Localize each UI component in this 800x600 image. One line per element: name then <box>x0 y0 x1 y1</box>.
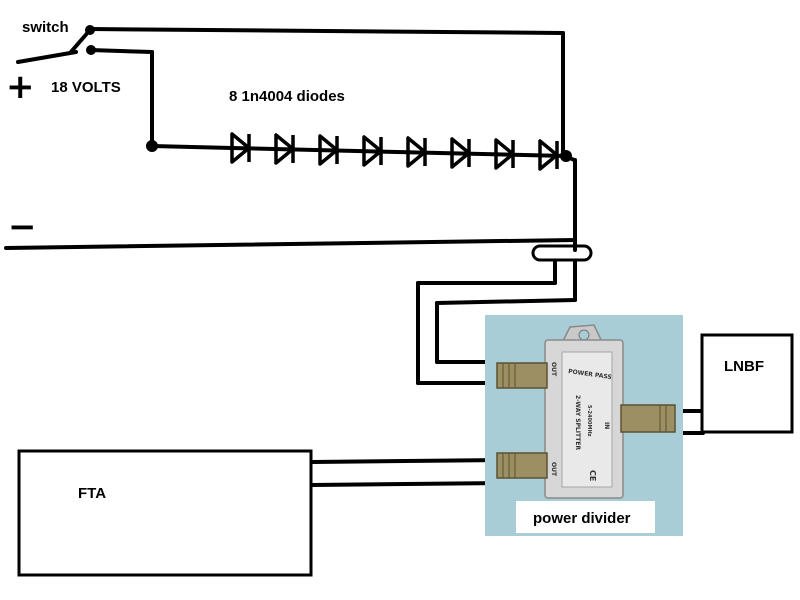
splitter-plate <box>561 351 613 488</box>
switch-contact-top <box>85 25 95 35</box>
switch-contact-bottom <box>86 45 96 55</box>
wire-to-diodes <box>150 144 234 150</box>
wire-diode-chain <box>230 146 568 158</box>
power-divider-label: power divider <box>533 510 631 527</box>
diode-7 <box>494 138 515 170</box>
diodes-label: 8 1n4004 diodes <box>229 88 345 105</box>
wire-fta-bottom <box>310 481 507 487</box>
splitter-port-out-bottom: OUT <box>550 462 557 477</box>
splitter-port-out-top: OUT <box>550 362 557 377</box>
voltage-label: 18 VOLTS <box>51 79 121 96</box>
photo-label-area <box>516 501 655 533</box>
fta-label: FTA <box>78 485 107 502</box>
diode-5 <box>406 136 427 168</box>
positive-terminal-symbol: + <box>6 67 35 107</box>
junction-right <box>560 150 572 162</box>
negative-terminal-symbol: − <box>8 207 37 247</box>
lnbf-box <box>700 333 794 434</box>
wire-negative <box>4 238 577 250</box>
diode-1 <box>230 132 251 164</box>
diode-4 <box>362 135 383 167</box>
switch <box>68 25 96 55</box>
diode-8 <box>538 139 559 171</box>
fta-box <box>17 449 313 577</box>
wire-switch-lower <box>88 48 154 54</box>
connector-out-bottom <box>496 452 548 479</box>
wire-plus-in <box>16 50 78 64</box>
wire-loop-top <box>435 298 577 305</box>
splitter-port-in: IN <box>603 422 610 429</box>
splitter-tab-hole <box>578 329 590 341</box>
splitter-ce-mark: CE <box>588 470 597 481</box>
diode-6 <box>450 137 471 169</box>
splitter-model: 2-WAY SPLITTER <box>574 395 581 450</box>
diode-3 <box>318 134 339 166</box>
splitter-photo: POWER PASS 2-WAY SPLITTER 5-2400MHz IN O… <box>485 315 683 536</box>
diode-2 <box>274 133 295 165</box>
connector-out-top <box>496 362 548 389</box>
wire-fta-top <box>310 458 507 464</box>
splitter-freq: 5-2400MHz <box>586 405 592 437</box>
switch-lever <box>68 28 92 55</box>
diode-chain <box>230 132 559 171</box>
switch-label: switch <box>22 19 69 36</box>
wire-top <box>88 27 565 35</box>
lnbf-label: LNBF <box>724 358 764 375</box>
connector-in <box>620 404 676 433</box>
wire-clamp <box>531 244 593 262</box>
junction-left <box>146 140 158 152</box>
